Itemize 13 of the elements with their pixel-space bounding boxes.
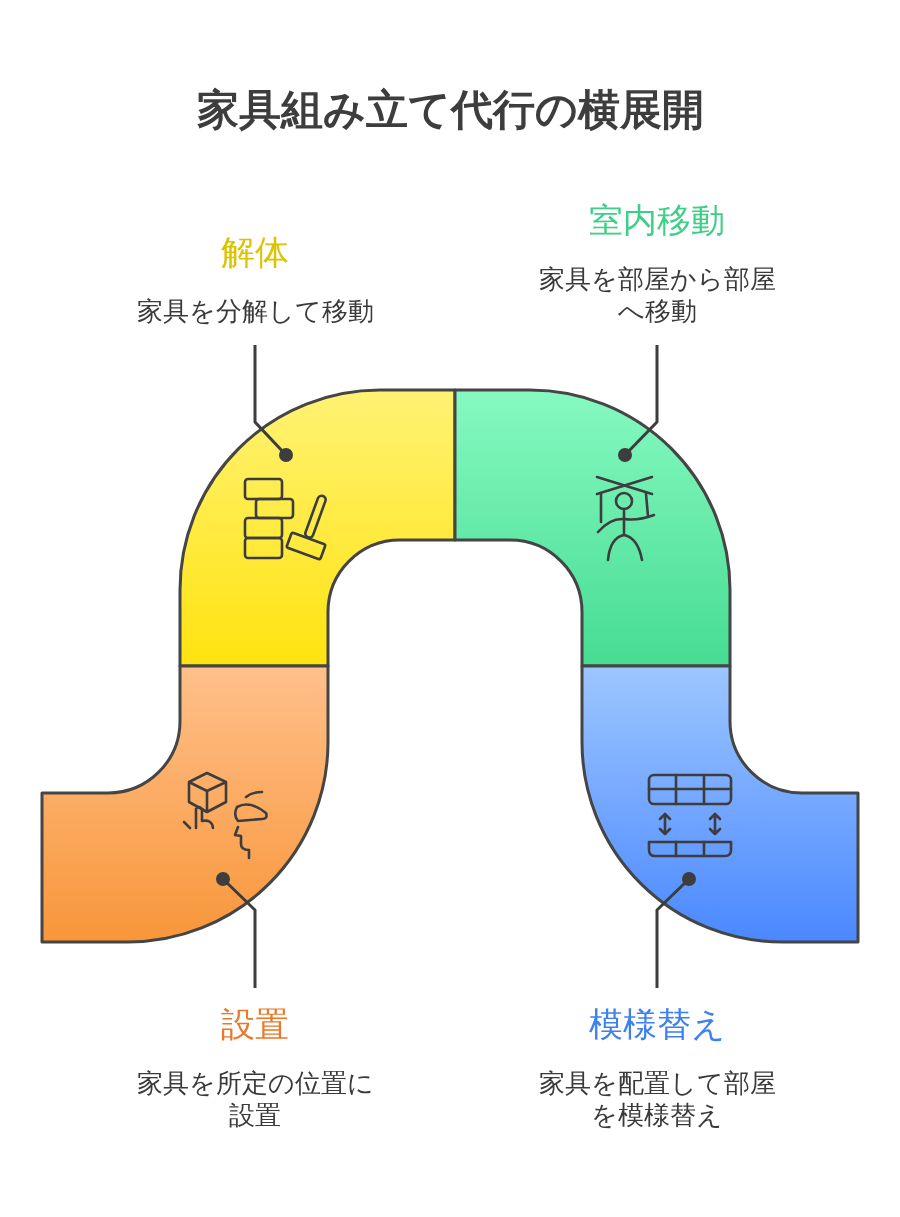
step-heading: 模様替え <box>588 1004 726 1044</box>
leader-line <box>253 345 293 462</box>
step-description: 家具を部屋から部屋へ移動 <box>537 263 777 327</box>
step-description: 家具を分解して移動 <box>136 295 374 327</box>
step-description: 家具を配置して部屋を模様替え <box>537 1067 777 1131</box>
leader-line <box>655 872 696 988</box>
step-heading: 解体 <box>221 232 289 272</box>
step-description: 家具を所定の位置に設置 <box>135 1067 375 1131</box>
leader-line <box>216 872 257 988</box>
leader-line <box>618 345 659 462</box>
step-heading: 設置 <box>221 1004 289 1044</box>
step-heading: 室内移動 <box>589 200 725 240</box>
title: 家具組み立て代行の横展開 <box>196 84 704 136</box>
